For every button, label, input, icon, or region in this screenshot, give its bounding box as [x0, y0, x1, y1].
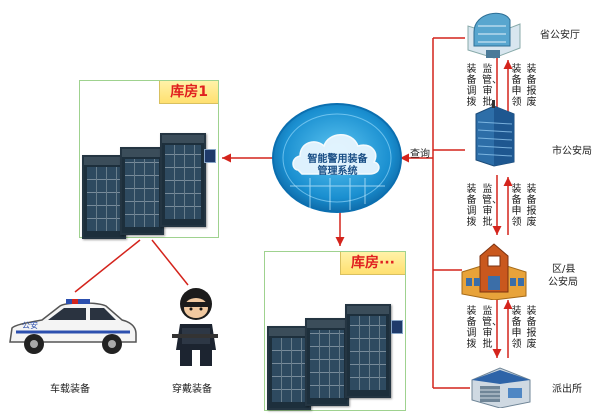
level-station-label: 派出所	[552, 384, 582, 395]
system-title-line2: 管理系统	[317, 166, 358, 177]
warehouse-1-title: 库房1	[159, 81, 218, 104]
cabinet	[305, 318, 349, 406]
cloud-globe-icon	[272, 103, 402, 213]
cabinet	[82, 155, 126, 239]
warehouse-2: 库房···	[264, 251, 406, 411]
svg-text:公安: 公安	[22, 320, 38, 330]
flow-supervise-1: 监管、审批	[482, 64, 502, 108]
query-label: 查询	[410, 149, 430, 160]
flow-supervise-2: 监管、审批	[482, 184, 502, 228]
flow-scrap-2: 装备报废	[526, 184, 537, 228]
level-provincial-label: 省公安厅	[540, 30, 580, 41]
cabinet	[160, 133, 206, 227]
terminal-icon	[391, 320, 403, 334]
police-station-icon	[471, 367, 531, 408]
warehouse-1: 库房1	[79, 80, 219, 239]
vehicle-equipment-label: 车载装备	[50, 384, 90, 395]
cabinet	[120, 147, 164, 235]
flow-supervise-3: 监管、审批	[482, 306, 502, 350]
flow-apply-1: 装备申领	[511, 64, 522, 108]
line-to-wearable	[151, 239, 189, 286]
cabinet	[345, 304, 391, 398]
terminal-icon	[204, 149, 216, 163]
wearable-equipment-label: 穿戴装备	[172, 384, 212, 395]
city-building-icon	[475, 100, 515, 167]
flow-allocate-3: 装备调拨	[466, 306, 477, 350]
police-officer-icon	[172, 288, 218, 366]
line-to-vehicle	[74, 239, 141, 293]
district-building-icon	[461, 243, 527, 300]
cabinet	[267, 326, 311, 410]
flow-allocate-1: 装备调拨	[466, 64, 477, 108]
flow-allocate-2: 装备调拨	[466, 184, 477, 228]
flow-apply-2: 装备申领	[511, 184, 522, 228]
police-car-icon: 公安	[9, 299, 137, 354]
provincial-building-icon	[467, 12, 521, 59]
flow-scrap-1: 装备报废	[526, 64, 537, 108]
flow-apply-3: 装备申领	[511, 306, 522, 350]
level-district-label-line2: 公安局	[548, 277, 578, 288]
system-title-line1: 智能警用装备	[307, 154, 368, 165]
level-city-label: 市公安局	[552, 146, 592, 157]
level-district-label-line1: 区/县	[552, 264, 576, 275]
flow-scrap-3: 装备报废	[526, 306, 537, 350]
central-system: 智能警用装备 管理系统	[270, 98, 405, 216]
warehouse-2-title: 库房···	[340, 252, 405, 275]
